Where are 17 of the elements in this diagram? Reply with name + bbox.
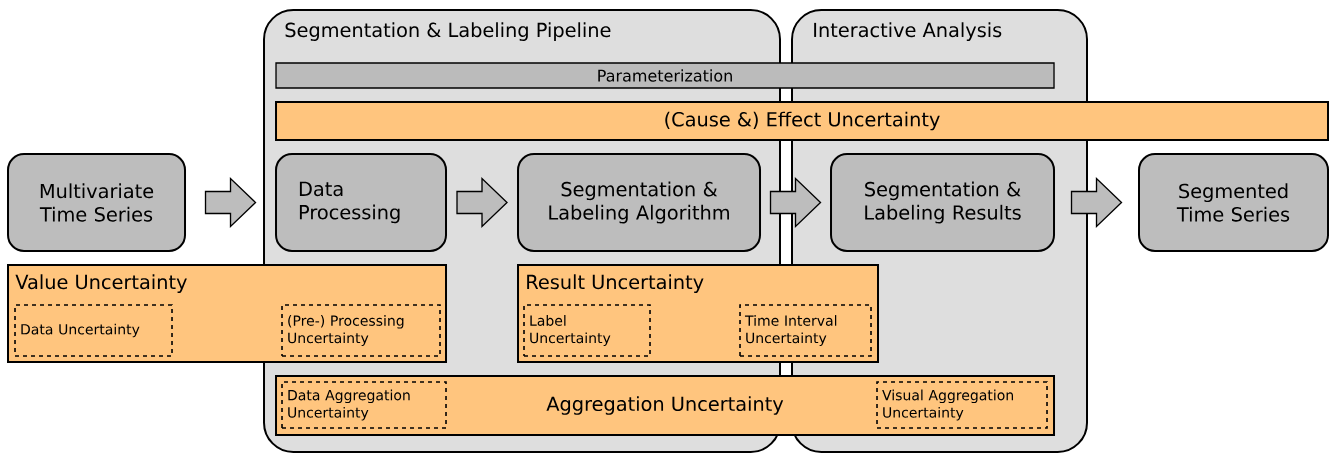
process-box: Segmentation & Labeling Results xyxy=(830,153,1055,252)
block-arrow xyxy=(204,176,257,229)
parameter-bar: Parameterization xyxy=(275,62,1055,89)
process-box: Segmentation & Labeling Algorithm xyxy=(517,153,761,252)
process-box: Data Processing xyxy=(275,153,447,252)
dashed-box: Data Aggregation Uncertainty xyxy=(281,381,447,429)
block-arrow xyxy=(1070,176,1123,229)
process-box: Multivariate Time Series xyxy=(7,153,186,252)
dashed-box: Visual Aggregation Uncertainty xyxy=(876,381,1048,429)
uncertainty-bar: (Cause &) Effect Uncertainty xyxy=(275,101,1329,141)
block-arrow xyxy=(456,176,508,229)
block-arrow xyxy=(769,176,822,229)
process-box: Segmented Time Series xyxy=(1138,153,1329,252)
dashed-box: Time Interval Uncertainty xyxy=(739,304,872,357)
dashed-box: Label Uncertainty xyxy=(523,304,651,357)
dashed-box: (Pre-) Processing Uncertainty xyxy=(281,304,441,357)
dashed-box: Data Uncertainty xyxy=(14,304,173,357)
